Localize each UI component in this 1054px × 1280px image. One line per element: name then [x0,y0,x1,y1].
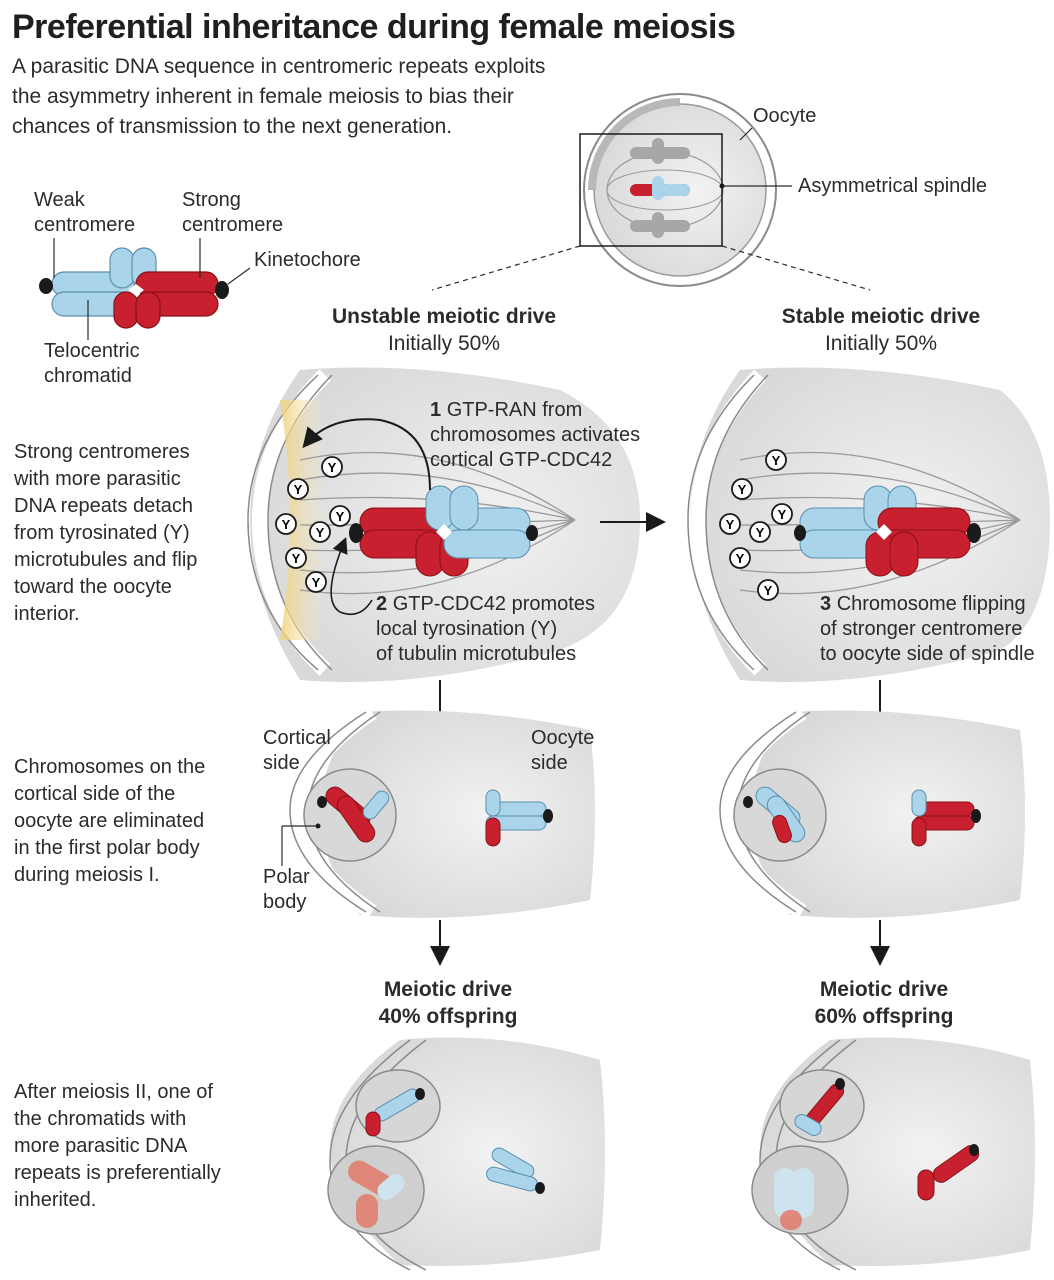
y-marker: Y [729,547,751,569]
svg-text:Y: Y [336,509,345,524]
svg-text:Y: Y [328,460,337,475]
svg-text:Y: Y [772,453,781,468]
side-text-after-meiosis: After meiosis II, one of the chromatids … [14,1081,221,1211]
y-marker: Y [285,547,307,569]
meiosis-i-unstable [281,705,595,919]
svg-text:Y: Y [756,525,765,540]
meiosis-i-stable [719,705,1025,919]
svg-text:Y: Y [312,575,321,590]
step-2-text: 2 GTP-CDC42 promotes local tyrosination … [376,593,595,665]
label-asymmetrical-spindle: Asymmetrical spindle [798,175,987,197]
side-text-strong-centromeres: Strong centromeres with more parasitic D… [14,441,198,625]
y-marker: Y [749,521,771,543]
y-marker: Y [305,571,327,593]
svg-text:Y: Y [764,583,773,598]
outcome-stable: Meiotic drive 60% offspring [814,978,954,1028]
y-marker: Y [329,505,351,527]
y-marker: Y [765,449,787,471]
y-marker: Y [321,456,343,478]
tyrosination-markers: Y Y Y Y Y Y Y Y Y Y Y Y Y Y [275,449,793,601]
page-subtitle: A parasitic DNA sequence in centromeric … [12,55,546,138]
oocyte-overview [431,93,871,291]
svg-text:Y: Y [292,551,301,566]
outcome-unstable: Meiotic drive 40% offspring [378,978,518,1028]
svg-text:Y: Y [282,517,291,532]
svg-text:Y: Y [736,551,745,566]
svg-text:Y: Y [726,517,735,532]
meiosis-ii-stable [751,1037,1035,1271]
svg-text:Y: Y [294,482,303,497]
y-marker: Y [275,513,297,535]
column-header-unstable: Unstable meiotic drive Initially 50% [331,305,557,355]
label-kinetochore: Kinetochore [254,249,361,271]
y-marker: Y [287,478,309,500]
svg-text:Y: Y [316,525,325,540]
spindle-unstable [247,367,640,682]
y-marker: Y [757,579,779,601]
meiosis-ii-unstable [327,1037,605,1271]
y-marker: Y [719,513,741,535]
svg-text:Y: Y [738,482,747,497]
legend-chromosome [39,238,251,340]
column-header-stable: Stable meiotic drive Initially 50% [781,305,981,355]
y-marker: Y [771,503,793,525]
y-marker: Y [731,478,753,500]
label-oocyte: Oocyte [753,105,817,127]
page-title: Preferential inheritance during female m… [12,8,736,46]
spindle-stable [687,367,1050,682]
step-1-text: 1 GTP-RAN from chromosomes activates cor… [430,399,641,471]
svg-text:Y: Y [778,507,787,522]
y-marker: Y [309,521,331,543]
side-text-eliminated: Chromosomes on the cortical side of the … [14,756,206,886]
step-3-text: 3 Chromosome flipping of stronger centro… [820,593,1035,665]
